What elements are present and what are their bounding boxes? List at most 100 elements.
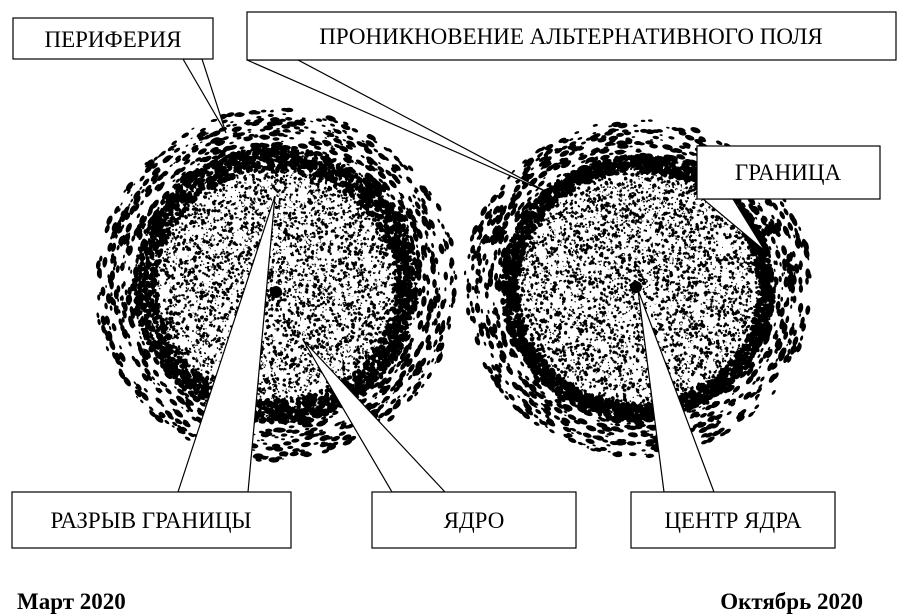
- speckle: [386, 193, 391, 198]
- speckle: [307, 193, 309, 195]
- speckle: [120, 202, 123, 206]
- speckle: [203, 323, 204, 325]
- speckle: [324, 318, 326, 320]
- speckle: [197, 309, 199, 311]
- speckle: [300, 441, 311, 448]
- speckle: [289, 137, 294, 140]
- speckle: [278, 233, 280, 235]
- speckle: [398, 174, 403, 179]
- speckle: [431, 358, 435, 363]
- speckle: [424, 230, 429, 237]
- speckle: [316, 118, 323, 123]
- speckle: [214, 363, 215, 364]
- speckle: [216, 255, 220, 259]
- speckle: [371, 391, 378, 398]
- speckle: [271, 142, 279, 146]
- speckle: [271, 435, 275, 437]
- speckle: [426, 360, 431, 366]
- speckle: [382, 321, 384, 323]
- speckle: [287, 446, 293, 450]
- speckle: [268, 114, 274, 117]
- speckle: [359, 345, 362, 348]
- speckle: [97, 319, 101, 326]
- speckle: [397, 395, 401, 399]
- speckle: [291, 438, 299, 443]
- speckle: [266, 201, 268, 203]
- speckle: [257, 440, 260, 442]
- speckle: [125, 289, 128, 295]
- speckle: [327, 129, 331, 132]
- speckle: [278, 342, 282, 345]
- speckle: [282, 113, 286, 115]
- speckle: [235, 190, 236, 191]
- speckle: [449, 304, 451, 307]
- speckle: [444, 287, 446, 291]
- speckle: [351, 127, 359, 133]
- speckle: [169, 164, 173, 168]
- speckle: [305, 249, 306, 251]
- speckle: [439, 287, 440, 290]
- speckle: [416, 310, 422, 319]
- speckle: [438, 305, 440, 308]
- speckle: [361, 294, 365, 299]
- speckle: [315, 263, 317, 265]
- speckle: [437, 218, 441, 223]
- speckle: [296, 419, 300, 422]
- speckle: [157, 382, 161, 386]
- speckle: [271, 370, 273, 372]
- speckle: [188, 269, 189, 271]
- speckle: [319, 258, 321, 261]
- speckle: [197, 287, 199, 289]
- speckle: [263, 442, 268, 445]
- speckle: [273, 137, 280, 140]
- speckle: [358, 269, 360, 271]
- speckle: [261, 381, 263, 383]
- speckle: [274, 372, 276, 374]
- speckle: [290, 174, 292, 176]
- speckle: [330, 123, 336, 127]
- speckle: [402, 393, 407, 398]
- speckle: [345, 356, 347, 358]
- speckle: [197, 163, 201, 166]
- speckle: [215, 268, 219, 271]
- speckle: [355, 193, 357, 195]
- speckle: [432, 230, 436, 236]
- speckle: [274, 436, 278, 438]
- speckle: [228, 310, 231, 314]
- speckle: [164, 251, 167, 253]
- speckle: [346, 135, 354, 141]
- speckle: [310, 120, 314, 122]
- speckle: [297, 143, 308, 150]
- speckle: [406, 386, 412, 392]
- speckle: [344, 246, 346, 248]
- speckle: [367, 318, 369, 320]
- speckle: [244, 192, 247, 194]
- speckle: [292, 203, 296, 207]
- speckle: [412, 194, 417, 199]
- speckle: [324, 137, 327, 139]
- speckle: [418, 377, 421, 380]
- speckle: [281, 438, 285, 440]
- speckle: [346, 163, 350, 166]
- speckle: [324, 258, 327, 261]
- speckle: [414, 201, 422, 211]
- speckle: [206, 251, 209, 254]
- speckle: [342, 200, 344, 202]
- speckle: [386, 320, 390, 323]
- speckle: [440, 223, 445, 230]
- speckle: [160, 284, 162, 286]
- speckle: [100, 287, 105, 297]
- speckle: [291, 201, 292, 203]
- speckle: [192, 224, 196, 228]
- speckle: [104, 302, 108, 309]
- speckle: [422, 286, 426, 294]
- speckle: [281, 347, 283, 348]
- speckle: [378, 162, 381, 165]
- speckle: [275, 131, 278, 132]
- speckle: [304, 126, 309, 129]
- speckle: [281, 141, 284, 142]
- speckle: [182, 335, 184, 337]
- speckle: [226, 124, 231, 128]
- speckle: [105, 285, 107, 288]
- speckle: [191, 127, 195, 130]
